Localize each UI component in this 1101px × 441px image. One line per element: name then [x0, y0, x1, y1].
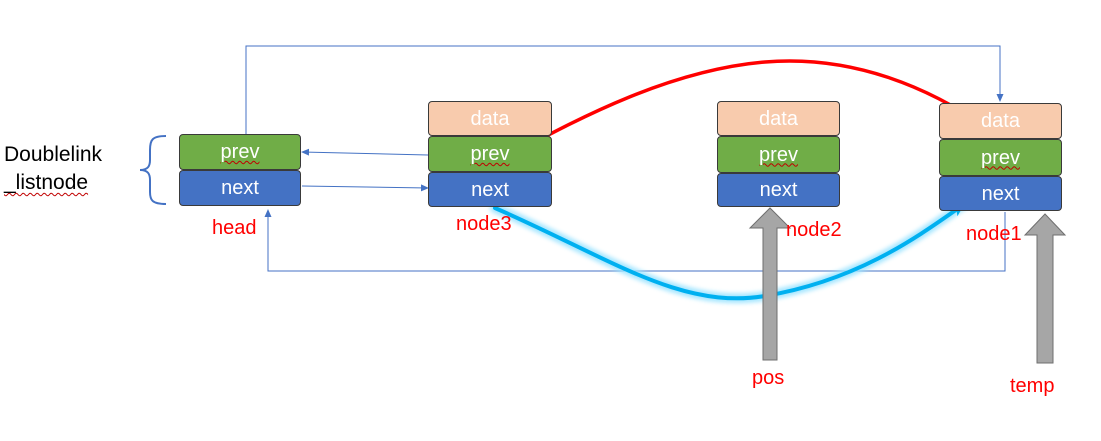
type-label-line2: _listnode	[4, 171, 89, 194]
node2-next-field: next	[717, 173, 840, 207]
node3-prev-field: prev	[428, 136, 552, 172]
node1-prev-field: prev	[939, 139, 1062, 176]
node2-data-label: data	[759, 107, 798, 130]
node1-name-label: node1	[966, 223, 1022, 245]
node2-prev-label: prev	[759, 143, 798, 166]
head-next-to-node3-connector	[301, 184, 429, 192]
head-next-field: next	[179, 170, 301, 206]
pos-pointer-label: pos	[752, 367, 785, 389]
node1-next-field: next	[939, 176, 1062, 211]
head-name-label: head	[212, 217, 257, 239]
node3-prev-label: prev	[470, 143, 510, 165]
node3-name-label: node3	[456, 213, 512, 235]
node2-prev-field: prev	[717, 136, 840, 173]
pos-pointer-arrow	[748, 207, 792, 361]
type-brace	[139, 135, 167, 205]
node3-data-label: data	[470, 107, 510, 130]
temp-pointer-arrow	[1023, 213, 1067, 364]
node1-prev-label: prev	[981, 146, 1020, 169]
node2-name-label: node2	[786, 219, 842, 241]
head-prev-to-node1-connector	[245, 45, 1004, 135]
temp-pointer-label: temp	[1010, 375, 1055, 397]
node2-data-field: data	[717, 101, 840, 136]
blue-curved-arrow	[493, 203, 965, 301]
node3-next-label: next	[471, 178, 509, 201]
type-label-line1: Doublelink	[4, 143, 103, 166]
node3-prev-to-head-connector	[301, 148, 429, 156]
node1-data-label: data	[981, 110, 1020, 132]
node1-next-to-head-connector	[264, 209, 1006, 272]
node3-next-field: next	[428, 172, 552, 207]
type-label: Doublelink _listnode	[4, 141, 102, 197]
node1-data-field: data	[939, 103, 1062, 139]
red-curved-arrow	[514, 59, 1002, 154]
node1-next-label: next	[981, 182, 1020, 205]
head-prev-field: prev	[179, 134, 301, 170]
node2-next-label: next	[759, 179, 798, 201]
node3-data-field: data	[428, 101, 552, 136]
head-prev-label: prev	[220, 141, 260, 163]
head-next-label: next	[221, 177, 259, 199]
